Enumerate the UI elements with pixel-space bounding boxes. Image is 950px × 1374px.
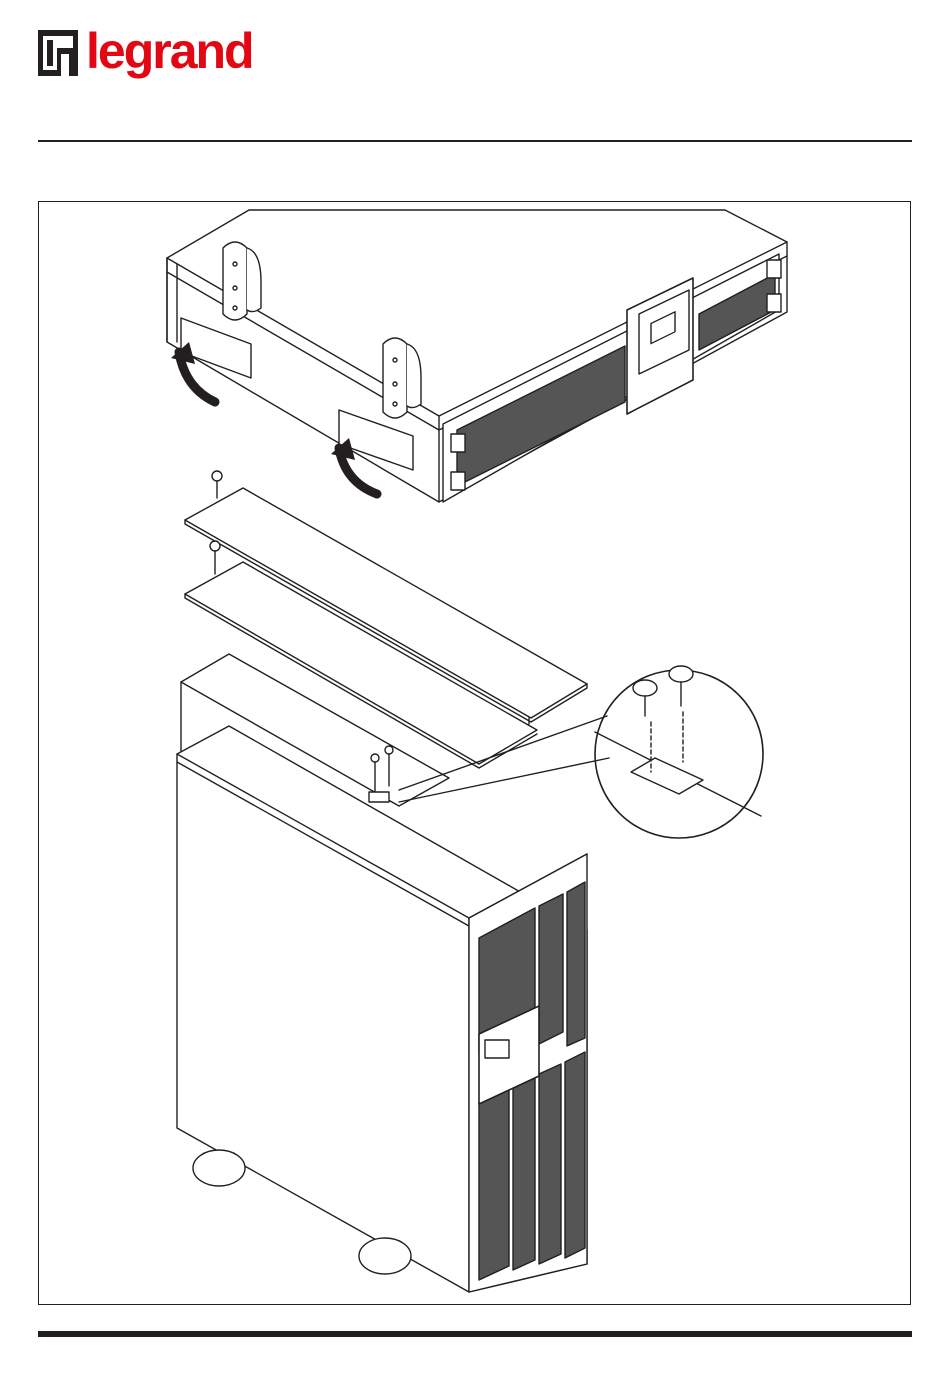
brand-name: legrand — [86, 26, 253, 76]
legrand-logo: legrand — [38, 26, 253, 86]
installation-drawing — [39, 202, 912, 1306]
installation-figure — [38, 201, 911, 1305]
footer-divider — [38, 1331, 912, 1337]
header-divider — [38, 140, 912, 142]
tower-ups-unit — [177, 654, 587, 1292]
rack-ups-unit — [167, 210, 787, 502]
top-panels — [185, 471, 587, 768]
legrand-square-mark-icon — [38, 30, 78, 76]
